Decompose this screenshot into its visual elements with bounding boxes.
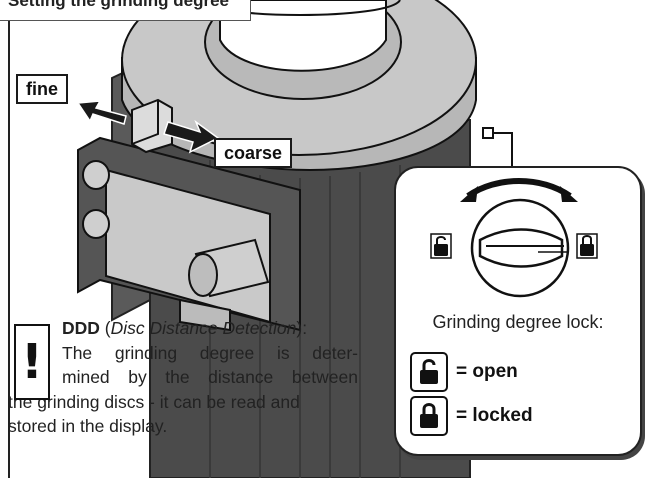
- ddd-line-4: the grinding discs - it can be read and: [8, 391, 300, 412]
- ddd-note: DDD (Disc Distance Detection): The grind…: [8, 302, 364, 478]
- lock-title: Grinding degree lock:: [432, 312, 604, 332]
- legend-locked: = locked: [410, 396, 533, 436]
- warning-icon: !: [14, 324, 50, 400]
- lock-closed-icon-small: [576, 233, 598, 259]
- ddd-term: DDD: [62, 318, 100, 338]
- header-fragment: Setting the grinding degree: [0, 0, 251, 21]
- label-coarse: coarse: [214, 138, 293, 168]
- lock-open-icon-small: [430, 233, 452, 259]
- knob-upper: [82, 160, 110, 190]
- arrow-coarse-icon: [163, 119, 220, 154]
- ddd-expansion: Disc Distance Detection: [110, 318, 297, 338]
- ddd-line-3: mined by the distance between: [62, 367, 358, 387]
- legend-open: = open: [410, 352, 518, 392]
- rotate-arrow-icon: [466, 178, 572, 199]
- header-text: Setting the grinding degree: [8, 0, 230, 10]
- lock-closed-icon: [410, 396, 448, 436]
- lock-callout: Grinding degree lock: = open = locked: [394, 166, 642, 456]
- connector-line: [493, 132, 513, 166]
- label-fine: fine: [16, 74, 69, 104]
- legend-open-text: = open: [456, 361, 518, 382]
- ddd-text: DDD (Disc Distance Detection): The grind…: [8, 316, 358, 439]
- hopper-neck: [219, 0, 387, 72]
- connector-marker: [482, 127, 494, 139]
- lock-open-icon: [410, 352, 448, 392]
- ddd-line-5: stored in the display.: [8, 416, 168, 436]
- knob-lower: [82, 209, 110, 239]
- legend-locked-text: = locked: [456, 405, 533, 426]
- arrow-fine-icon: [76, 100, 127, 125]
- ddd-line-2: The grinding degree is deter-: [62, 342, 358, 363]
- lock-dial-drawing: [430, 178, 598, 298]
